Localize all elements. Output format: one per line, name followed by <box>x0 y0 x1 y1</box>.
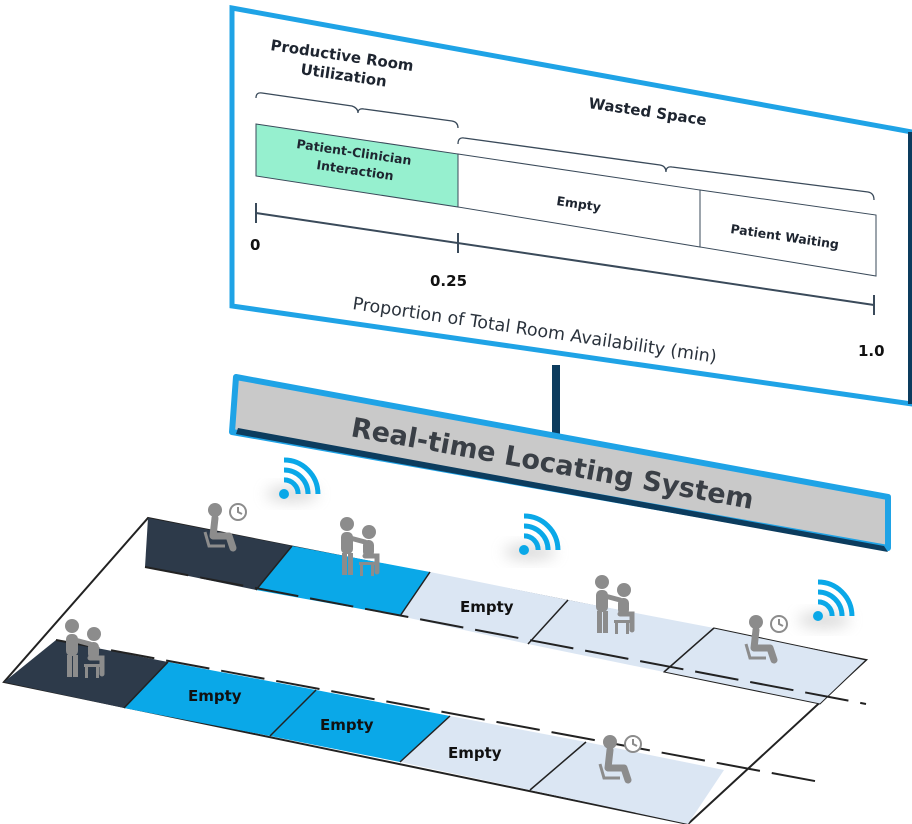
room-dark-1 <box>145 518 292 590</box>
corridor-wall-bottom <box>55 639 821 783</box>
room-light-4 <box>400 716 586 790</box>
x-axis <box>255 212 875 306</box>
tick-label-025: 0.25 <box>430 272 467 290</box>
wifi-signal-icon <box>798 575 859 628</box>
connector-post <box>552 365 560 440</box>
bracket-wasted <box>457 137 875 201</box>
segment-empty: Empty <box>556 193 602 214</box>
room-light-1 <box>400 572 568 644</box>
wifi-signal-icon <box>266 453 325 502</box>
room-blue-3 <box>270 690 450 762</box>
bracket-productive <box>255 92 459 129</box>
chart-panel: Productive Room Utilization Wasted Space… <box>229 5 912 407</box>
wifi-signal-icon <box>504 509 565 560</box>
room-label-empty-1: Empty <box>460 598 514 616</box>
room-light-2 <box>528 600 714 672</box>
floor-plan: Empty Empty Empty Empty <box>2 516 869 824</box>
corridor-wall-top <box>144 566 867 705</box>
room-label-empty-2: Empty <box>188 687 242 705</box>
tick-label-1: 1.0 <box>858 342 885 360</box>
tick-label-0: 0 <box>250 236 260 254</box>
room-label-empty-3: Empty <box>320 716 374 734</box>
bar-patient-waiting <box>699 189 877 277</box>
room-blue-1 <box>256 546 430 616</box>
room-blue-2 <box>124 662 316 736</box>
room-label-empty-4: Empty <box>448 744 502 762</box>
